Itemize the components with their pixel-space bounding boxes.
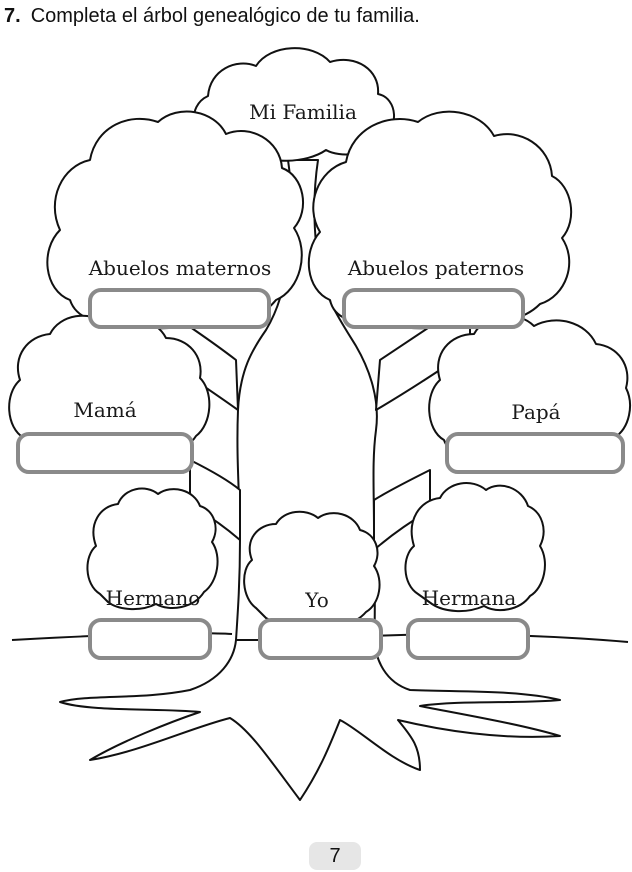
label-abuelos-maternos: Abuelos maternos bbox=[88, 256, 272, 280]
label-yo: Yo bbox=[305, 588, 329, 612]
answer-box-abuelos-maternos[interactable] bbox=[88, 288, 271, 329]
answer-box-hermana[interactable] bbox=[406, 618, 530, 660]
cloud-hermana bbox=[404, 482, 546, 612]
answer-box-mama[interactable] bbox=[16, 432, 194, 474]
tree-roots bbox=[59, 639, 561, 801]
exercise-number: 7. bbox=[4, 5, 21, 27]
label-abuelos-paternos: Abuelos paternos bbox=[347, 256, 525, 280]
answer-box-yo[interactable] bbox=[258, 618, 383, 660]
answer-box-abuelos-paternos[interactable] bbox=[342, 288, 525, 329]
answer-box-papa[interactable] bbox=[445, 432, 625, 474]
label-mama: Mamá bbox=[73, 398, 137, 422]
label-hermana: Hermana bbox=[421, 586, 517, 610]
label-papa: Papá bbox=[511, 400, 561, 424]
answer-box-hermano[interactable] bbox=[88, 618, 212, 660]
title-mi-familia: Mi Familia bbox=[249, 100, 357, 124]
label-hermano: Hermano bbox=[105, 586, 201, 610]
cloud-hermano bbox=[86, 487, 219, 610]
page-number: 7 bbox=[309, 842, 361, 870]
instruction: 7. Completa el árbol genealógico de tu fa… bbox=[4, 2, 624, 30]
instruction-text: Completa el árbol genealógico de tu fami… bbox=[30, 5, 420, 27]
